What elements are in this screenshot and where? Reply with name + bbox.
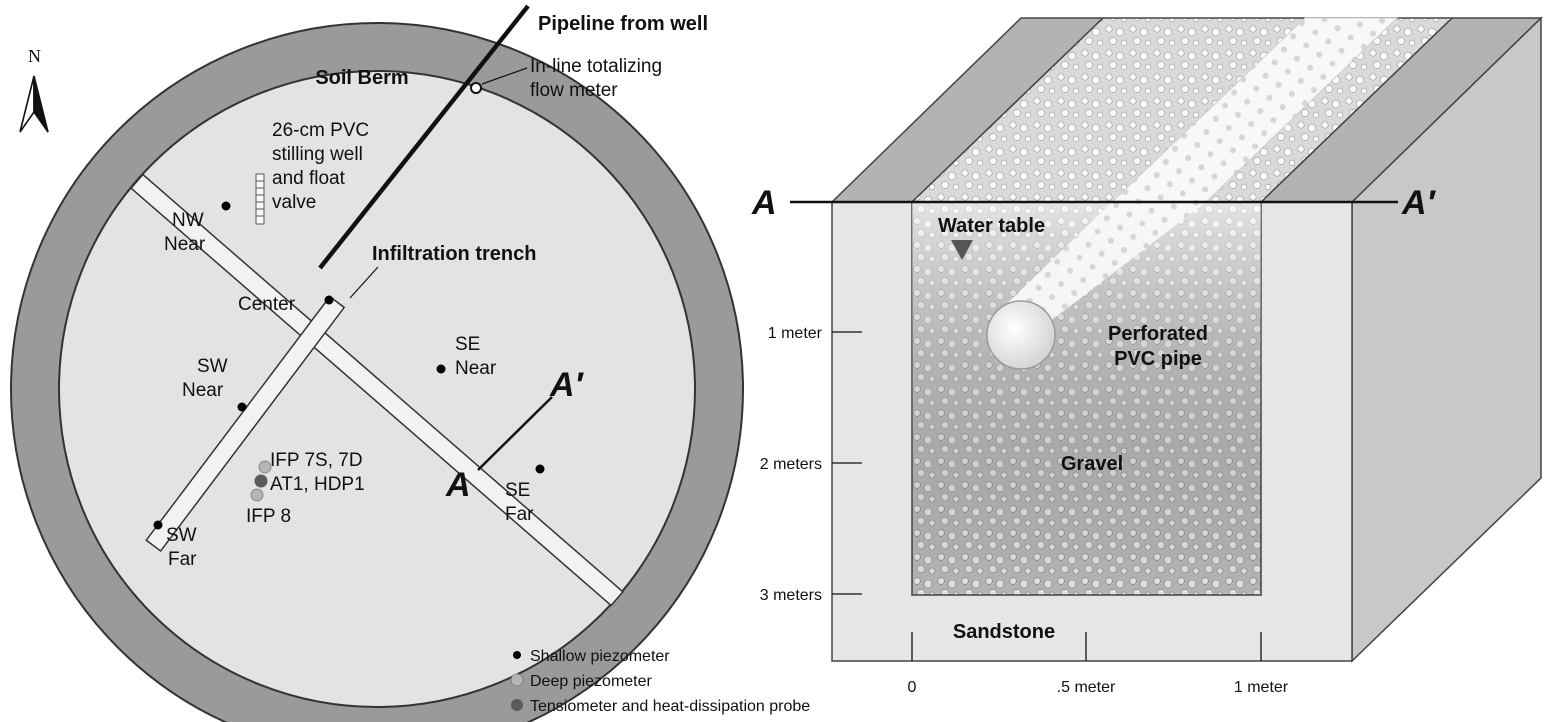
deep-piezometer-ifp8: [250, 488, 264, 502]
shallow-piezometer-nw-near: [221, 201, 231, 211]
section-a-label: A: [751, 184, 777, 222]
sw-near-label-2: Near: [182, 380, 224, 401]
flow-meter-leader: [481, 67, 528, 85]
plan-section-a-label: A: [445, 466, 471, 504]
width-tick-label: 0: [908, 679, 917, 696]
trench-sw-arm: [145, 295, 346, 553]
flow-meter-icon: [470, 82, 482, 94]
width-tick-label: .5 meter: [1057, 679, 1116, 696]
soil-berm-label: Soil Berm: [315, 67, 408, 89]
legend-deep-label: Deep piezometer: [530, 673, 653, 690]
ifp8-label: IFP 8: [246, 506, 291, 527]
stilling-well-label-2: stilling well: [272, 144, 363, 165]
se-near-label-1: SE: [455, 334, 480, 355]
width-tick-label: 1 meter: [1234, 679, 1289, 696]
se-near-label-2: Near: [455, 358, 497, 379]
sw-far-label-1: SW: [166, 525, 197, 546]
sw-near-label-1: SW: [197, 356, 228, 377]
north-arrow-icon: [19, 75, 35, 133]
tensiometer-at1: [254, 474, 268, 488]
shallow-piezometer-center: [324, 295, 334, 305]
depth-tick-label: 3 meters: [760, 587, 822, 604]
nw-near-label-2: Near: [164, 234, 206, 255]
stilling-well-icon: [255, 173, 265, 225]
section-a-prime-label: A′: [1401, 184, 1437, 222]
depth-tick-label: 2 meters: [760, 456, 822, 473]
north-label: N: [28, 46, 41, 66]
gravel-label: Gravel: [1061, 453, 1123, 475]
legend-shallow-label: Shallow piezometer: [530, 648, 670, 665]
legend-tensio-label: Tensiometer and heat-dissipation probe: [530, 698, 810, 715]
stilling-well-label-4: valve: [272, 192, 316, 213]
width-scale: 0 .5 meter 1 meter: [908, 632, 1289, 696]
stilling-well-label-1: 26-cm PVC: [272, 120, 369, 141]
shallow-piezometer-sw-near: [237, 402, 247, 412]
shallow-piezometer-se-near: [436, 364, 446, 374]
stilling-well-label-3: and float: [272, 168, 346, 189]
flow-meter-label-2: flow meter: [530, 80, 618, 101]
water-table-icon: [951, 240, 973, 260]
legend-deep-icon: [510, 673, 524, 687]
shallow-piezometer-se-far: [535, 464, 545, 474]
pipe-end-icon: [986, 300, 1056, 370]
section-line-plan: [477, 396, 553, 471]
pipe-body: [990, 202, 1206, 320]
deep-piezometer-ifp7: [258, 460, 272, 474]
trench-nw-se: [130, 173, 624, 607]
plan-view: N Soil Berm Pipeline from well In-line t…: [10, 4, 744, 722]
trench-leader: [349, 266, 379, 299]
trench-label: Infiltration trench: [372, 243, 536, 265]
legend-tensio-icon: [511, 699, 523, 711]
se-far-label-1: SE: [505, 480, 530, 501]
center-label: Center: [238, 294, 296, 315]
at1-label: AT1, HDP1: [270, 474, 365, 495]
nw-near-label-1: NW: [172, 210, 204, 231]
sw-far-label-2: Far: [168, 549, 197, 570]
plan-section-a-prime-label: A′: [549, 366, 585, 404]
legend-shallow-icon: [513, 651, 521, 659]
depth-tick-label: 1 meter: [768, 325, 823, 342]
water-table-label: Water table: [938, 215, 1045, 237]
north-arrow-icon-fill: [33, 75, 49, 133]
cross-section: A A′ Water table Perforated PVC pipe Gra…: [751, 16, 1543, 696]
se-far-label-2: Far: [505, 504, 534, 525]
sandstone-label: Sandstone: [953, 621, 1055, 643]
pipeline-label: Pipeline from well: [538, 13, 708, 35]
pipe-label-1: Perforated: [1108, 323, 1208, 345]
pipeline-line: [318, 4, 530, 270]
flow-meter-label-1: In-line totalizing: [530, 56, 662, 77]
pipe-label-2: PVC pipe: [1114, 348, 1202, 370]
shallow-piezometer-sw-far: [153, 520, 163, 530]
depth-scale: 1 meter 2 meters 3 meters: [760, 325, 862, 604]
ifp7-label: IFP 7S, 7D: [270, 450, 363, 471]
legend: Shallow piezometer Deep piezometer Tensi…: [510, 648, 810, 715]
